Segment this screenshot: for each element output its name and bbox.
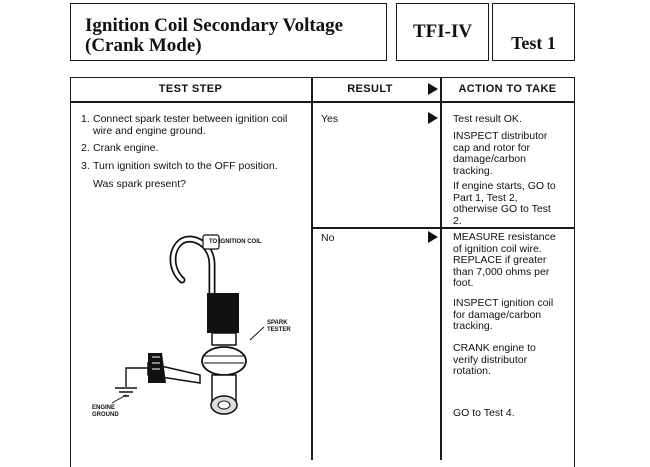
procedure-table [70,77,575,467]
action-line: INSPECT ignition coil [453,297,554,309]
arrow-icon [428,231,438,243]
action-line: REPLACE if greater [453,254,547,266]
label-engine-ground: ENGINE GROUND [92,405,119,419]
arrow-icon [428,112,438,124]
action-line: MEASURE resistance [453,231,556,243]
action-line: If engine starts, GO to [453,180,556,192]
step-line: Connect spark tester between ignition co… [93,113,288,125]
title-line-2: (Crank Mode) [85,35,202,56]
label-to-ignition-coil: TO IGNITION COIL [209,239,262,245]
label-line: SPARK [267,320,288,326]
label-spark-tester: SPARK TESTER [267,320,291,334]
step-question: Was spark present? [93,178,186,190]
action-line: 2. [453,214,462,227]
coil-boot-icon [207,293,239,333]
column-header-action: ACTION TO TAKE [458,83,557,95]
action-line: Part 1, Test 2, [453,191,518,204]
action-no-4: GO to Test 4. [453,407,515,419]
label-line: TESTER [267,327,291,333]
test-number-box: Test 1 [492,3,575,61]
action-line: foot. [453,277,474,289]
action-line: otherwise GO to Test [453,203,551,215]
test-number: Test 1 [511,33,556,53]
step-number: 2. [81,142,90,154]
action-line: of ignition coil wire. [453,242,542,255]
label-line: ENGINE [92,405,116,411]
action-line: cap and rotor for [453,141,531,154]
column-divider-2 [440,77,442,460]
action-no-2: INSPECT ignition coil for damage/carbon … [453,297,565,333]
action-yes-2: INSPECT distributor cap and rotor for da… [453,130,565,177]
action-line: rotation. [453,365,491,377]
page-title: Ignition Coil Secondary Voltage (Crank M… [85,16,343,56]
step-number: 3. [81,160,90,172]
action-no-1: MEASURE resistance of ignition coil wire… [453,231,565,290]
spark-tester-icon [201,346,247,376]
column-header-test-step: TEST STEP [158,83,223,95]
action-line: tracking. [453,164,493,177]
action-yes-1: Test result OK. [453,113,522,125]
step-text: Crank engine. [93,142,159,154]
step-number: 1. [81,113,90,125]
step-line: wire and engine ground. [93,125,206,137]
header-divider [70,101,575,103]
column-header-result: RESULT [347,83,393,95]
result-no: No [321,232,335,244]
action-line: than 7,000 ohms per [453,265,550,278]
system-label: TFI-IV [412,21,473,42]
arrow-icon [428,83,438,95]
action-line: tracking. [453,320,493,332]
result-yes: Yes [321,113,339,125]
step-text: Turn ignition switch to the OFF position… [93,160,278,172]
label-line: GROUND [92,412,119,418]
action-line: damage/carbon [453,153,526,165]
action-no-3: CRANK engine to verify distributor rotat… [453,342,565,378]
step-text: Connect spark tester between ignition co… [93,113,287,137]
action-line: INSPECT distributor [453,130,548,142]
action-line: verify distributor [453,353,528,366]
title-box: Ignition Coil Secondary Voltage (Crank M… [70,3,387,61]
system-box: TFI-IV [396,3,489,61]
action-line: CRANK engine to [453,342,536,354]
action-line: for damage/carbon [453,308,542,321]
action-yes-3: If engine starts, GO to Part 1, Test 2, … [453,180,565,227]
spark-tester-diagram [111,234,265,415]
title-line-1: Ignition Coil Secondary Voltage [85,15,344,36]
row-divider [311,227,575,229]
column-divider-1 [311,77,313,460]
